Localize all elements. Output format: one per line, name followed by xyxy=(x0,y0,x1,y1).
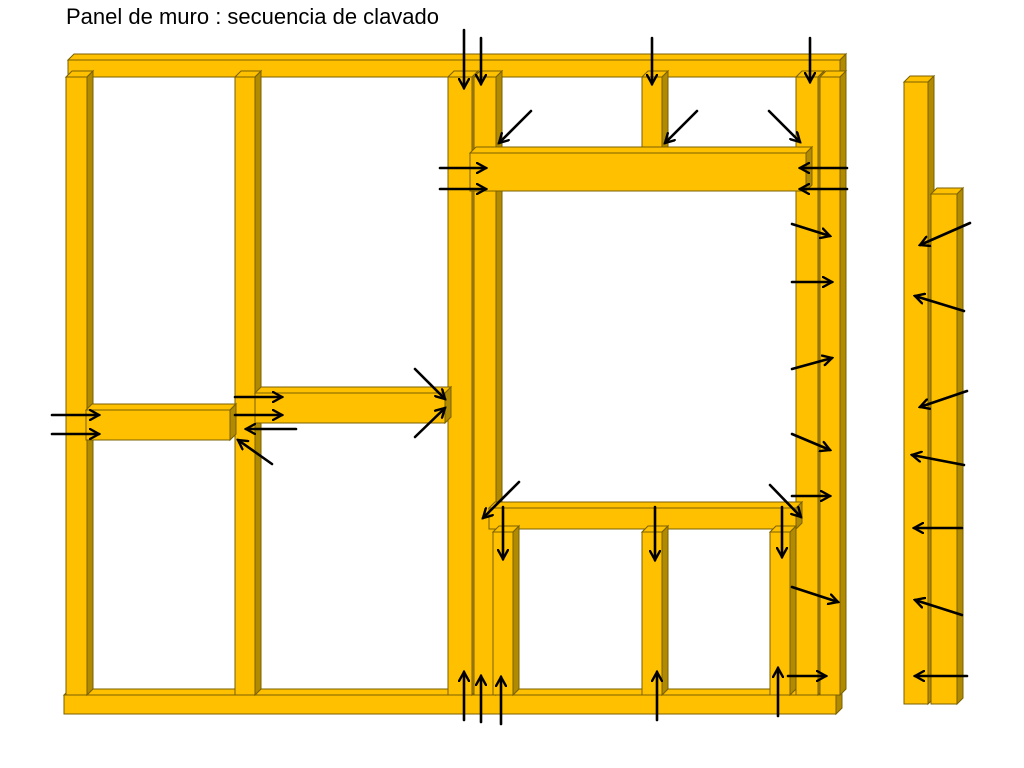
cripple-stud-bottom-middle xyxy=(640,524,670,697)
nail-arrow xyxy=(915,296,966,313)
page-title: Panel de muro : secuencia de clavado xyxy=(66,4,440,29)
nail-arrow xyxy=(790,222,830,236)
cripple-stud-top xyxy=(640,69,670,155)
nail-arrow xyxy=(767,109,800,142)
cripple-stud-bottom-right xyxy=(768,524,798,697)
nail-arrow xyxy=(790,585,838,602)
nail-arrow xyxy=(920,221,972,245)
blocking-middle xyxy=(253,385,453,425)
nail-arrow xyxy=(912,455,966,467)
cripple-stud-bottom-left xyxy=(491,524,521,697)
nail-arrow xyxy=(413,408,445,439)
nail-arrow xyxy=(483,480,521,518)
stud-2 xyxy=(233,69,263,697)
nail-arrow xyxy=(238,440,274,466)
nail-arrow xyxy=(413,367,445,399)
blocking-left xyxy=(84,402,238,442)
nail-arrow xyxy=(790,432,830,450)
nail-arrow xyxy=(915,600,964,617)
nail-arrow xyxy=(665,109,699,143)
nail-arrow xyxy=(499,109,533,143)
nail-arrow xyxy=(768,483,801,517)
detail-stud-front xyxy=(929,186,965,706)
rough-sill xyxy=(487,500,804,531)
detail-stud-back xyxy=(902,74,936,706)
end-stud-left xyxy=(64,69,95,697)
nail-arrow xyxy=(790,358,832,371)
header xyxy=(468,145,814,193)
nail-arrow xyxy=(920,389,969,407)
